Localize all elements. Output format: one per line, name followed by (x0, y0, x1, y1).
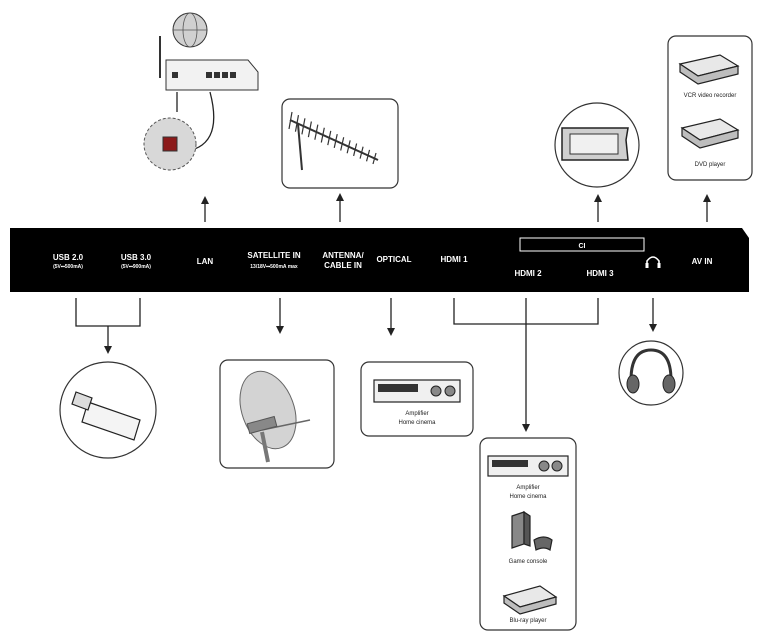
satellite-label: SATELLITE IN (247, 251, 300, 260)
headphone-port-icon (645, 256, 661, 268)
optical-amp-caption-line2: Home cinema (398, 420, 436, 426)
bluray-player-icon (502, 585, 558, 615)
usb2-spec: (5V⎓500mA) (53, 264, 83, 270)
lan-label: LAN (197, 257, 214, 266)
antenna-label-line2: CABLE IN (324, 261, 362, 270)
satellite-spec: 13/18V⎓500mA max (250, 264, 298, 270)
rear-panel (10, 228, 749, 292)
usb-bracket (75, 298, 141, 327)
hdmi1-label: HDMI 1 (440, 255, 468, 264)
antenna-element (353, 143, 358, 157)
hdmi-amp-caption-line2: Home cinema (509, 494, 547, 500)
usb-stick-icon (71, 391, 141, 441)
usb3-label: USB 3.0 (121, 253, 152, 262)
antenna-element (365, 149, 371, 162)
router-illustration (143, 12, 259, 171)
vcr-icon (678, 54, 740, 85)
antenna-label-line1: ANTENNA/ (322, 251, 364, 260)
satellite-dish-icon (239, 370, 311, 463)
antenna-element (340, 137, 345, 151)
antenna-element (333, 133, 338, 148)
antenna-element (294, 115, 300, 132)
ci-label: CI (579, 243, 586, 250)
hdmi-amplifier-icon (487, 455, 569, 477)
antenna-icon (288, 111, 379, 171)
antenna-element (359, 146, 364, 159)
game-console-icon (511, 510, 553, 551)
dvd-caption: DVD player (695, 162, 726, 168)
vcr-caption: VCR video recorder (684, 93, 737, 99)
antenna-element (288, 111, 293, 130)
antenna-element (320, 127, 325, 143)
hdmi3-label: HDMI 3 (586, 269, 614, 278)
optical-amp-caption-line1: Amplifier (405, 411, 428, 417)
antenna-element (372, 152, 377, 165)
antenna-element (307, 121, 312, 138)
headphones-icon (626, 348, 676, 394)
antenna-element (346, 140, 351, 154)
antenna-element (314, 124, 319, 140)
amplifier-icon (373, 379, 461, 403)
dvd-player-icon (680, 118, 740, 149)
hdmi2-label: HDMI 2 (514, 269, 542, 278)
usb2-label: USB 2.0 (53, 253, 84, 262)
usb3-spec: (5V⎓900mA) (121, 264, 151, 270)
hdmi-amp-caption-line1: Amplifier (516, 485, 539, 491)
antenna-element (301, 118, 306, 135)
ci-slot-box (519, 237, 645, 252)
avin-label: AV IN (692, 257, 713, 266)
optical-label: OPTICAL (376, 255, 411, 264)
console-caption: Game console (509, 559, 548, 565)
bluray-caption: Blu-ray player (509, 618, 546, 624)
ci-card-icon (561, 127, 629, 161)
antenna-element (327, 130, 332, 146)
